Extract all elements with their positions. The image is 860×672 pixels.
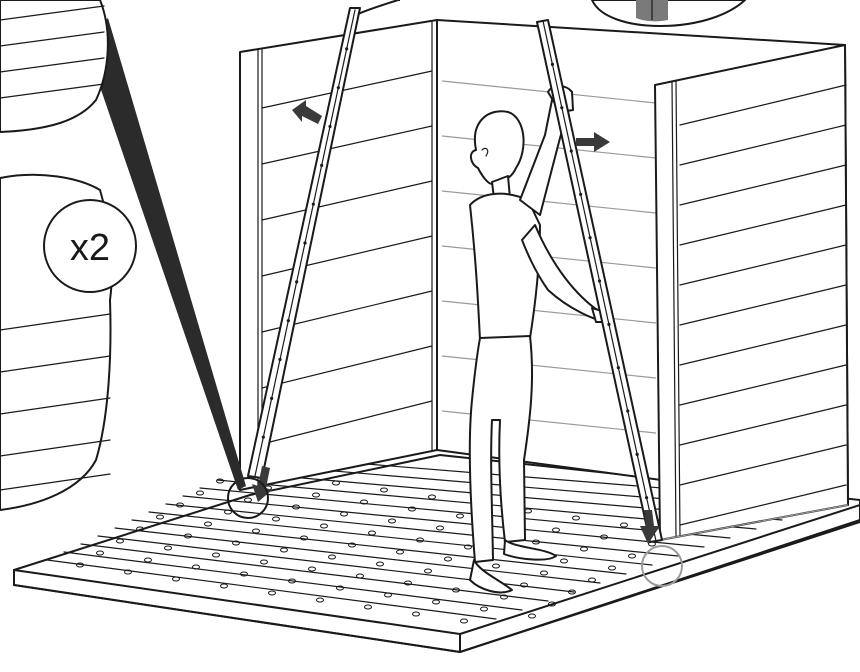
pole-hole (303, 241, 306, 244)
pole-hole (570, 149, 573, 152)
pole-hole (579, 193, 582, 196)
detail-magnifier-icon (358, 0, 745, 26)
pole-hole (636, 453, 639, 456)
quantity-badge: x2 (44, 200, 136, 292)
pole-hole (287, 319, 290, 322)
pole-hole (278, 358, 281, 361)
pole-hole (328, 125, 331, 128)
pole-hole (645, 496, 648, 499)
floor-hole (197, 491, 204, 495)
floor-hole (157, 515, 164, 519)
pole-hole (337, 86, 340, 89)
pole-hole (270, 397, 273, 400)
pole-hole (551, 63, 554, 66)
pole-hole (588, 236, 591, 239)
pole-hole (320, 164, 323, 167)
pole-hole (626, 409, 629, 412)
pole-hole (607, 323, 610, 326)
right-wall-panel (655, 45, 848, 540)
pole-hole (295, 280, 298, 283)
pole-hole (598, 279, 601, 282)
pole-hole (262, 436, 265, 439)
pole-hole (617, 366, 620, 369)
pole-hole (345, 47, 348, 50)
quantity-label: x2 (70, 227, 110, 269)
pole-hole (560, 106, 563, 109)
pole-hole (312, 203, 315, 206)
